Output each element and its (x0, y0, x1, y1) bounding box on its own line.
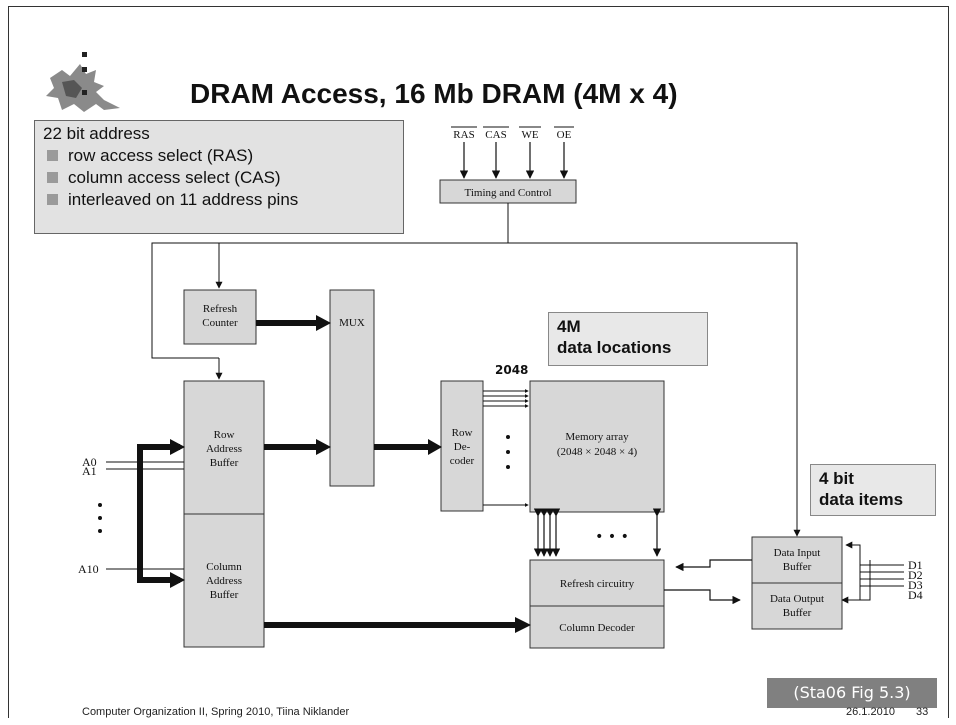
square-bullet-icon (47, 194, 58, 205)
data-buses (137, 320, 518, 628)
refresh-counter-label-2: Counter (202, 317, 238, 329)
column-address-buffer-block (183, 513, 265, 648)
figure-source-label: (Sta06 Fig 5.3) (767, 678, 937, 708)
address-info-box: 22 bit address row access select (RAS) c… (34, 120, 404, 234)
control-signals: RAS CAS WE OE (451, 126, 574, 179)
footer-course: Computer Organization II, Spring 2010, T… (82, 706, 350, 718)
info-bullet-item: column access select (CAS) (43, 167, 403, 189)
pin-d2: D2 (908, 568, 923, 582)
control-lines (151, 203, 801, 537)
row-buffer-label-1: Row (214, 429, 235, 441)
data-input-label-1: Data Input (774, 547, 821, 559)
row-address-buffer-block (183, 380, 265, 515)
row-decoder-label-1: Row (452, 427, 473, 439)
col-buffer-label-2: Address (206, 575, 242, 587)
array-refresh-links (533, 508, 662, 557)
callout-items-line2: data items (819, 490, 904, 509)
signal-cas: CAS (485, 129, 506, 141)
row-decoder-block (440, 380, 484, 512)
pin-a1: A1 (82, 464, 97, 478)
slide-title: DRAM Access, 16 Mb DRAM (4M x 4) (190, 78, 678, 109)
data-output-label-1: Data Output (770, 593, 824, 605)
callout-locations-line2: data locations (557, 338, 672, 357)
data-output-buffer-block (751, 582, 843, 630)
vertical-ellipsis-pins (98, 503, 102, 533)
square-bullet-icon (47, 172, 58, 183)
callout-items-line1: 4 bit (819, 469, 854, 488)
info-bullet-text: interleaved on 11 address pins (68, 190, 299, 209)
data-buffer-links (664, 559, 752, 605)
pin-a10: A10 (78, 562, 99, 576)
memory-array-label-2: (2048 × 2048 × 4) (557, 446, 638, 458)
data-output-label-2: Buffer (783, 607, 812, 619)
signal-we: WE (521, 129, 538, 141)
memory-array-label-1: Memory array (565, 431, 629, 443)
info-heading: 22 bit address (43, 124, 150, 143)
data-items-callout: 4 bit data items (810, 464, 936, 516)
decoder-lines (483, 389, 529, 507)
row-buffer-label-3: Buffer (210, 457, 239, 469)
pin-a0: A0 (82, 455, 97, 469)
footer-date: 26.1.2010 (846, 706, 895, 718)
horizontal-ellipsis: • • • (595, 529, 629, 545)
info-bullet-text: column access select (CAS) (68, 168, 281, 187)
refresh-counter-block (183, 289, 257, 345)
refresh-circuitry-label: Refresh circuitry (560, 578, 635, 590)
pin-d3: D3 (908, 578, 923, 592)
row-count-label: 2048 (495, 363, 528, 377)
col-buffer-label-1: Column (206, 561, 242, 573)
address-pin-lines (106, 461, 184, 570)
info-bullet-item: row access select (RAS) (43, 145, 403, 167)
data-input-label-2: Buffer (783, 561, 812, 573)
callout-locations-line1: 4M (557, 317, 581, 336)
pin-d1: D1 (908, 558, 923, 572)
info-bullet-item: interleaved on 11 address pins (43, 189, 403, 211)
col-buffer-label-3: Buffer (210, 589, 239, 601)
pin-d4: D4 (908, 588, 923, 602)
row-decoder-label-2: De- (454, 441, 471, 453)
slide-frame (8, 6, 949, 718)
data-pin-lines (841, 541, 904, 604)
timing-control-label: Timing and Control (465, 187, 552, 199)
data-input-buffer-block (751, 536, 843, 584)
signal-ras: RAS (453, 129, 474, 141)
footer-page-number: 33 (916, 706, 929, 718)
refresh-circuitry-block (529, 559, 665, 607)
vertical-ellipsis-decoder (506, 435, 510, 469)
data-locations-callout: 4M data locations (548, 312, 708, 366)
signal-oe: OE (557, 129, 572, 141)
university-logo (46, 52, 120, 112)
column-decoder-block (529, 605, 665, 649)
square-bullet-icon (47, 150, 58, 161)
refresh-counter-label-1: Refresh (203, 303, 238, 315)
column-decoder-label: Column Decoder (559, 622, 635, 634)
memory-array-block (529, 380, 665, 513)
row-buffer-label-2: Address (206, 443, 242, 455)
info-bullet-text: row access select (RAS) (68, 146, 254, 165)
row-decoder-label-3: coder (450, 455, 475, 467)
bus-arrowheads (170, 315, 531, 633)
mux-label: MUX (339, 317, 365, 329)
mux-block (329, 289, 375, 487)
